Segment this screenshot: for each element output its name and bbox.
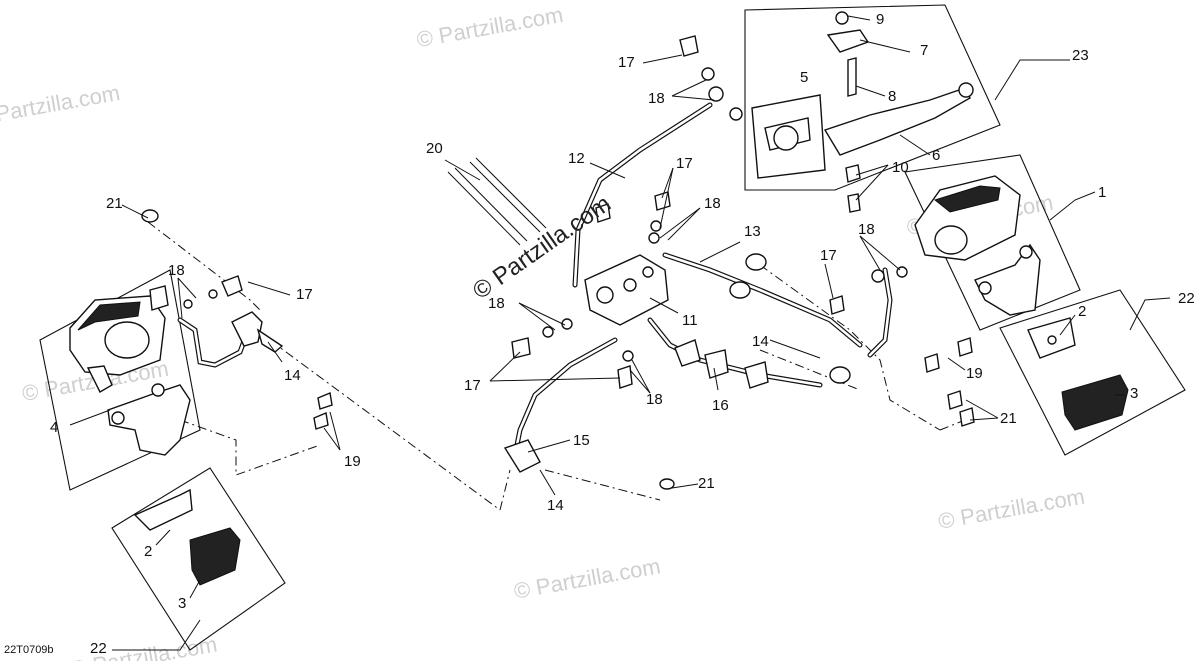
banjo-bolt-left (183, 275, 243, 309)
brake-hose-left (177, 311, 284, 368)
lever-bracket (826, 11, 870, 213)
callout-23: 23 (1072, 47, 1089, 64)
assembly-lines (147, 221, 966, 511)
callout-2: 2 (1078, 303, 1086, 320)
callout-5: 5 (800, 69, 808, 86)
brake-pads-right (1027, 317, 1129, 431)
callout-14: 14 (752, 333, 769, 350)
bolts-left (141, 209, 333, 430)
callout-20: 20 (426, 140, 443, 157)
brake-hose-lower (503, 337, 618, 473)
callout-9: 9 (876, 11, 884, 28)
brake-pad-frame-right (999, 289, 1186, 456)
callout-17: 17 (296, 286, 313, 303)
callout-17: 17 (676, 155, 693, 172)
callout-15: 15 (573, 432, 590, 449)
callout-21: 21 (106, 195, 123, 212)
brake-pad-frame-left (111, 467, 286, 651)
brake-pads-left (133, 488, 241, 586)
brake-caliper-left (69, 285, 169, 393)
callout-18: 18 (704, 195, 721, 212)
callout-17: 17 (618, 54, 635, 71)
brake-caliper-right (914, 175, 1021, 261)
callout-17: 17 (464, 377, 481, 394)
callout-14: 14 (547, 497, 564, 514)
callout-labels: 21 18 17 14 4 19 2 3 22 17 18 12 20 17 1… (50, 11, 1195, 657)
center-fittings (511, 35, 743, 490)
leader-lines (69, 15, 1171, 651)
callout-7: 7 (920, 42, 928, 59)
caliper-bracket-right (974, 243, 1041, 316)
brake-distributor-block (584, 254, 669, 326)
callout-22: 22 (1178, 290, 1195, 307)
callout-21: 21 (1000, 410, 1017, 427)
master-cylinder (751, 94, 826, 179)
callout-13: 13 (744, 223, 761, 240)
brake-hose-upper (572, 102, 713, 288)
callout-22: 22 (90, 640, 107, 657)
callout-12: 12 (568, 150, 585, 167)
watermark: © Partzilla.com (936, 484, 1086, 534)
brake-hose-front-right (829, 266, 975, 427)
callout-19: 19 (344, 453, 361, 470)
callout-16: 16 (712, 397, 729, 414)
callout-14: 14 (284, 367, 301, 384)
callout-18: 18 (168, 262, 185, 279)
watermark: © Partzilla.com (415, 2, 565, 52)
watermark: © Partzilla.com (512, 553, 662, 603)
master-cylinder-frame (744, 4, 1001, 191)
callout-18: 18 (646, 391, 663, 408)
diagram-code: 22T0709b (4, 644, 54, 656)
callout-3: 3 (178, 595, 186, 612)
callout-18: 18 (488, 295, 505, 312)
brake-hose-right (662, 252, 863, 348)
callout-6: 6 (932, 147, 940, 164)
brake-hose-rear (647, 317, 823, 389)
hose-clamps (729, 253, 851, 384)
caliper-bracket-frame-right (904, 154, 1081, 331)
callout-18: 18 (858, 221, 875, 238)
callout-10: 10 (892, 159, 909, 176)
brake-lever (823, 82, 974, 156)
watermark: © Partzilla.com (0, 80, 122, 130)
callout-18: 18 (648, 90, 665, 107)
callout-11: 11 (682, 312, 698, 329)
callout-3: 3 (1130, 385, 1138, 402)
callout-8: 8 (888, 88, 896, 105)
callout-4: 4 (50, 419, 58, 436)
callout-21: 21 (698, 475, 715, 492)
caliper-bracket-left (107, 383, 191, 456)
callout-2: 2 (144, 543, 152, 560)
callout-17: 17 (820, 247, 837, 264)
callout-1: 1 (1098, 184, 1106, 201)
long-bolts (447, 157, 547, 246)
caliper-bracket-frame-left (39, 269, 201, 491)
callout-19: 19 (966, 365, 983, 382)
